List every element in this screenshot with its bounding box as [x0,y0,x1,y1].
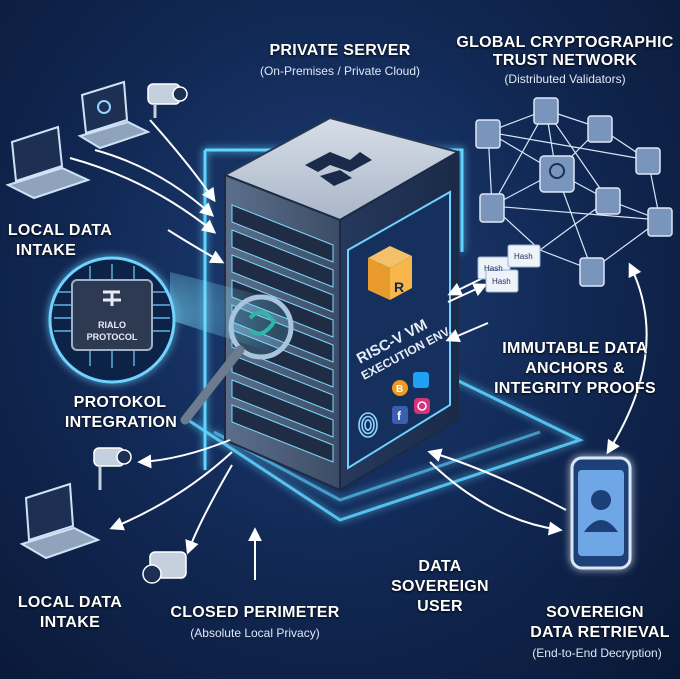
camera-icon [93,447,132,490]
facebook-icon: f [392,406,408,424]
laptop-icon [19,482,101,560]
magnifier-icon [180,294,294,425]
svg-text:f: f [397,409,402,423]
data-sovereign-line3: USER [417,598,463,615]
chip-label-line1: RIALO [98,320,126,330]
node-icon [479,193,505,223]
local-intake-bottom-line1: LOCAL DATA [17,594,123,611]
node-icon [533,97,559,125]
instagram-icon [414,398,430,414]
bitcoin-icon: B [392,380,408,396]
data-sovereign-line2: SOVEREIGN [391,578,489,595]
laptop-icon [5,125,91,200]
closed-perimeter-title: CLOSED PERIMETER [170,604,340,621]
flow-arrows [69,119,648,580]
svg-text:B: B [396,384,403,395]
trust-network-subtitle: (Distributed Validators) [504,72,626,86]
local-intake-bottom-line2: INTAKE [39,614,101,631]
retrieval-subtitle: (End-to-End Decryption) [532,646,662,660]
immutable-line3: INTEGRITY PROOFS [494,380,656,397]
closed-perimeter-subtitle: (Absolute Local Privacy) [190,626,320,640]
private-server-title: PRIVATE SERVER [269,42,411,59]
scan-beam [170,272,280,355]
cube-icon: R [368,246,412,300]
node-icon [595,187,621,215]
trust-network [475,97,673,287]
twitter-icon [413,372,429,388]
chip-label-line2: PROTOCOL [87,332,138,342]
private-server-subtitle: (On-Premises / Private Cloud) [259,64,421,78]
protokol-line2: INTEGRATION [64,414,178,431]
trust-network-title-line2: TRUST NETWORK [492,52,638,69]
node-icon [647,207,673,237]
retrieval-line2: DATA RETRIEVAL [530,624,670,641]
retrieval-line1: SOVEREIGN [546,604,644,621]
hash-label: Hash [484,264,503,273]
node-icon [539,155,575,193]
immutable-line2: ANCHORS & [525,360,625,377]
phone-icon [570,456,632,570]
protokol-line1: PROTOKOL [73,394,167,411]
camera-icon [147,83,188,118]
svg-text:R: R [394,279,404,295]
hash-label: Hash [492,277,511,286]
hash-label: Hash [514,252,533,261]
fingerprint-icon [358,412,378,438]
data-sovereign-line1: DATA [418,558,462,575]
trust-network-title-line1: GLOBAL CRYPTOGRAPHIC [456,34,674,51]
local-intake-top-line2: INTAKE [15,242,77,259]
chip-icon [48,256,176,384]
node-icon [587,115,613,143]
hash-blocks: Hash Hash Hash [477,244,541,293]
node-icon [475,119,501,149]
local-intake-top-line1: LOCAL DATA [7,222,113,239]
node-icon [635,147,661,175]
laptop-icon [77,80,151,150]
camera-icon [142,551,187,584]
immutable-line1: IMMUTABLE DATA [502,340,648,357]
node-icon [579,257,605,287]
